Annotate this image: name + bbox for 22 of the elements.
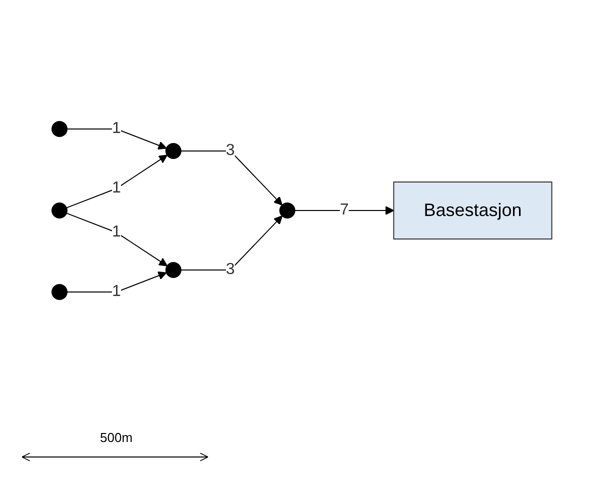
node-circle [51, 202, 68, 218]
node-circle [165, 142, 182, 158]
scale-label: 500m [100, 430, 133, 445]
arrow [66, 212, 168, 266]
node-circle [51, 284, 68, 300]
edge-label: 1 [112, 179, 121, 196]
edge-label: 3 [226, 142, 234, 158]
node-circle [51, 120, 68, 136]
edge-label: 1 [112, 223, 121, 240]
arrow [180, 215, 282, 270]
edge-label: 3 [226, 260, 234, 278]
node-box: Basestasjon [392, 181, 552, 239]
arrow [66, 128, 166, 150]
node-circle [165, 262, 182, 278]
edge-label: 1 [112, 282, 121, 300]
edge-label: 7 [339, 201, 348, 218]
node-circle [278, 202, 295, 218]
arrow [180, 150, 282, 205]
arrow [66, 270, 166, 292]
arrow [294, 206, 394, 214]
edge-label: 1 [112, 120, 121, 136]
arrow [66, 154, 168, 208]
